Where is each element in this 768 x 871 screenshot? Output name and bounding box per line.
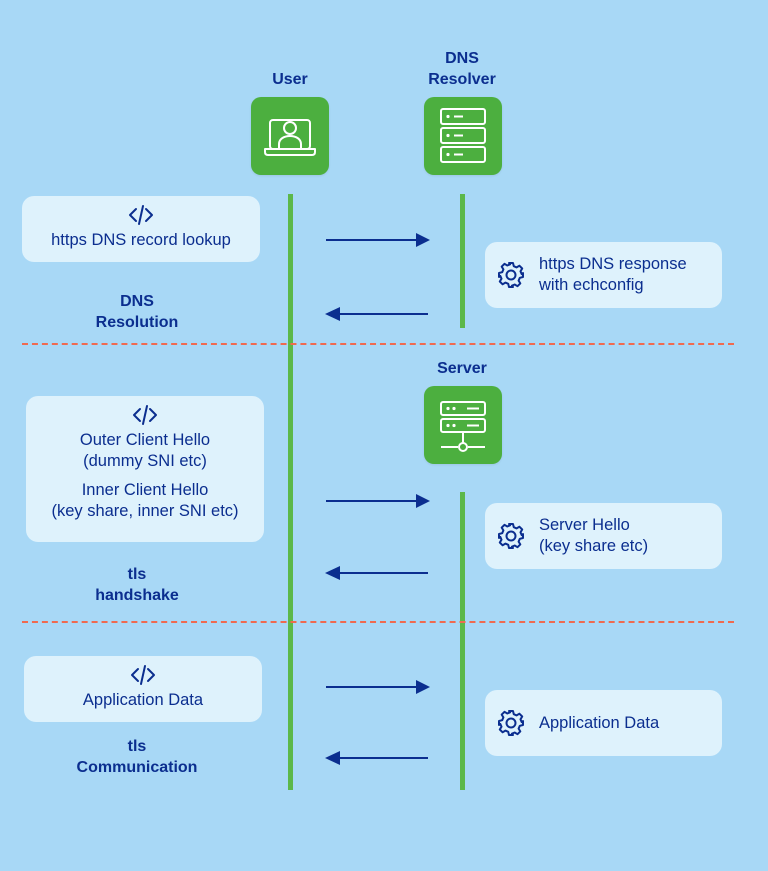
code-icon <box>129 205 153 225</box>
request-arrow <box>326 494 430 508</box>
app-response-card: Application Data <box>485 690 722 756</box>
card-text-line: Outer Client Hello <box>79 431 211 449</box>
gear-icon <box>498 710 524 736</box>
user-laptop-icon <box>264 119 316 156</box>
dns-resolver-lifeline <box>460 194 465 328</box>
card-text-line: (key share etc) <box>539 537 649 555</box>
phase-label-dns-resolution: DNS Resolution <box>95 293 179 331</box>
card-text-line: Application Data <box>539 713 660 732</box>
card-text-line: https DNS response <box>539 255 687 273</box>
gear-icon <box>498 523 524 549</box>
dns-request-card: https DNS record lookup <box>22 196 260 262</box>
request-arrow <box>326 680 430 694</box>
code-icon <box>131 665 155 685</box>
user-label: User <box>272 71 308 88</box>
server-label: Server <box>437 360 487 377</box>
user-actor <box>251 97 329 175</box>
response-arrow <box>325 751 428 765</box>
dns-resolver-actor <box>424 97 502 175</box>
request-arrow <box>326 233 430 247</box>
section-divider <box>22 343 734 345</box>
tls-response-card: Server Hello (key share etc) <box>485 503 722 569</box>
network-server-icon <box>440 401 486 452</box>
server-rack-icon <box>440 108 486 163</box>
card-text-line: (dummy SNI etc) <box>83 452 207 470</box>
card-text-line: (key share, inner SNI etc) <box>51 502 239 520</box>
server-actor <box>424 386 502 464</box>
response-arrow <box>325 307 428 321</box>
response-arrow <box>325 566 428 580</box>
card-text-line: https DNS record lookup <box>51 231 231 249</box>
phase-label-tls-communication: tls Communication <box>76 738 198 776</box>
dns-response-card: https DNS response with echconfig <box>485 242 722 308</box>
card-text-line: Application Data <box>82 691 204 709</box>
card-text-line: Inner Client Hello <box>81 481 209 499</box>
card-text-line: Server Hello <box>539 516 630 534</box>
gear-icon <box>498 262 524 288</box>
code-icon <box>133 405 157 425</box>
dns-resolver-label: DNS Resolver <box>428 50 496 88</box>
phase-label-tls-handshake: tls handshake <box>95 566 179 604</box>
tls-request-card: Outer Client Hello (dummy SNI etc) Inner… <box>26 396 264 542</box>
card-text-line: with echconfig <box>539 276 644 294</box>
app-request-card: Application Data <box>24 656 262 722</box>
server-lifeline <box>460 492 465 790</box>
user-lifeline <box>288 194 293 790</box>
section-divider <box>22 621 734 623</box>
